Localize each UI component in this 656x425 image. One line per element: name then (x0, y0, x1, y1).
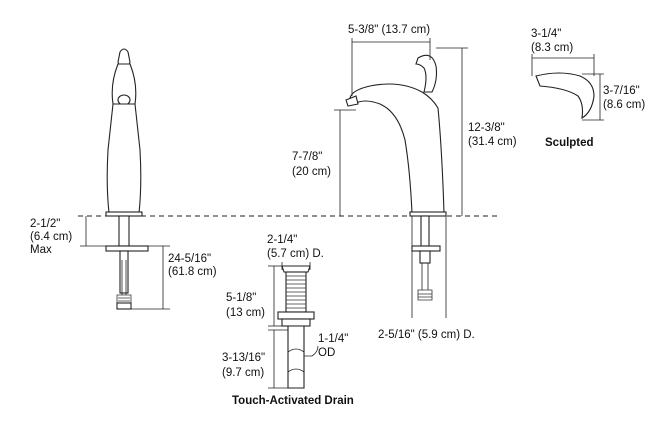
spout-height-dimension: 7-7/8" (20 cm) (292, 109, 356, 216)
drain-body-dimension: 5-1/8" (13 cm) (226, 265, 284, 327)
drain-body-label: 5-1/8" (226, 292, 256, 304)
supply-length-label: 24-5/16" (168, 253, 211, 265)
handle-name-label: Sculpted (545, 137, 594, 149)
deck-thickness-label: 2-1/2" (30, 218, 60, 230)
sculpted-handle-detail: 3-1/4" (8.3 cm) 3-7/16" (8.6 cm) Sculpte… (531, 28, 645, 149)
tailpiece-length-label: 3-13/16" (222, 352, 265, 364)
drain-diameter-dimension: 2-1/4" (5.7 cm) D. (267, 234, 324, 270)
drain-diameter-cm-label: (5.7 cm) D. (267, 248, 324, 260)
tailpiece-od-label: 1-1/4" (318, 333, 348, 345)
overall-height-cm-label: (31.4 cm) (468, 136, 517, 148)
base-diameter-label: 2-5/16" (5.9 cm) D. (378, 329, 475, 341)
touch-activated-drain (277, 265, 315, 389)
overall-height-label: 12-3/8" (468, 122, 505, 134)
spout-reach-label: 5-3/8" (13.7 cm) (348, 24, 430, 36)
handle-height-label: 3-7/16" (603, 85, 640, 97)
overall-height-dimension: 12-3/8" (31.4 cm) (436, 47, 517, 216)
spout-height-label: 7-7/8" (292, 151, 322, 163)
handle-width-label: 3-1/4" (531, 28, 561, 40)
spout-reach-dimension: 5-3/8" (13.7 cm) (348, 24, 431, 96)
drain-body-cm-label: (13 cm) (226, 307, 265, 319)
deck-thickness-cm-label: (6.4 cm) (30, 231, 72, 243)
tailpiece-length-dimension: 3-13/16" (9.7 cm) (222, 329, 288, 389)
drain-name-label: Touch-Activated Drain (232, 395, 354, 407)
supply-length-cm-label: (61.8 cm) (168, 266, 217, 278)
drain-diameter-label: 2-1/4" (267, 234, 297, 246)
tailpiece-od-unit-label: OD (318, 347, 335, 359)
handle-width-cm-label: (8.3 cm) (531, 42, 573, 54)
deck-thickness-dimension: 2-1/2" (6.4 cm) Max (30, 216, 106, 256)
deck-thickness-note-label: Max (30, 244, 52, 256)
tailpiece-length-cm-label: (9.7 cm) (222, 367, 264, 379)
faucet-side-view (345, 54, 447, 301)
tailpiece-od-callout: 1-1/4" OD (304, 333, 348, 359)
spout-height-cm-label: (20 cm) (292, 166, 331, 178)
faucet-front-view (105, 48, 149, 310)
supply-length-dimension: 24-5/16" (61.8 cm) (131, 245, 217, 310)
handle-height-cm-label: (8.6 cm) (603, 99, 645, 111)
